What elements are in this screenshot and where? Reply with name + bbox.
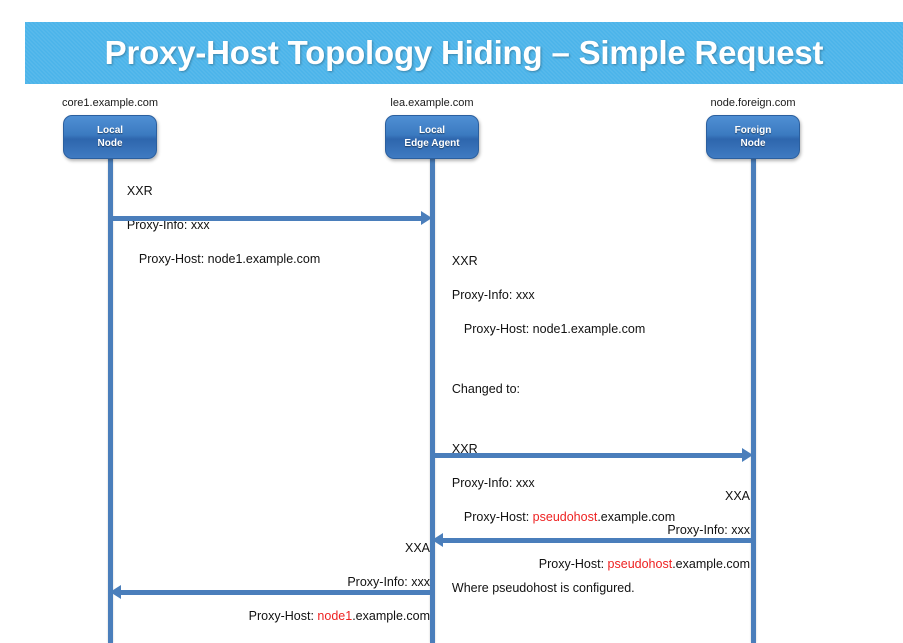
msg1-line2: Proxy-Info: xxx xyxy=(126,218,210,232)
lifeline-lea xyxy=(430,155,435,643)
msg1-line3-prefix: Proxy-Host: xyxy=(138,252,208,266)
msg2-before-line3-host: node1.example.com xyxy=(532,322,646,336)
msg3-line3-host-rest: .example.com xyxy=(672,557,750,571)
msg3-line1: XXA xyxy=(724,489,750,503)
participant-node-foreign-line1: Foreign xyxy=(734,125,772,136)
participant-host-core1: core1.example.com xyxy=(62,97,158,109)
participant-node-core1-line1: Local xyxy=(96,125,124,136)
participant-node-lea[interactable]: Local Edge Agent xyxy=(385,115,479,159)
msg4-line2: Proxy-Info: xxx xyxy=(347,575,430,589)
participant-node-foreign-line2: Node xyxy=(740,138,766,149)
msg2-after-line1: XXR xyxy=(451,442,478,456)
arrow-req-lea-to-foreign xyxy=(432,453,744,458)
msg2-after-line3-prefix: Proxy-Host: xyxy=(463,510,533,524)
msg2-before-line2: Proxy-Info: xxx xyxy=(451,288,535,302)
msg1-line1: XXR xyxy=(126,184,153,198)
msg2-after-line2: Proxy-Info: xxx xyxy=(451,476,535,490)
msg2-after-line3-host-rest: .example.com xyxy=(597,510,676,524)
arrow-ans-lea-to-core xyxy=(120,590,435,595)
msg4-line3-prefix: Proxy-Host: xyxy=(248,609,318,623)
participant-node-lea-line1: Local xyxy=(418,125,446,136)
arrow-head-ans-foreign-to-lea xyxy=(432,533,443,547)
msg4-line1: XXA xyxy=(404,541,430,555)
title-banner: Proxy-Host Topology Hiding – Simple Requ… xyxy=(25,22,903,84)
msg1-line3-host: node1.example.com xyxy=(207,252,321,266)
participant-node-core1-line2: Node xyxy=(97,138,123,149)
participant-node-foreign[interactable]: Foreign Node xyxy=(706,115,800,159)
arrow-head-req-core-to-lea xyxy=(421,211,432,225)
arrow-head-ans-lea-to-core xyxy=(110,585,121,599)
arrow-ans-foreign-to-lea xyxy=(442,538,756,543)
msg4-line3-host-rest: .example.com xyxy=(352,609,430,623)
arrow-req-core-to-lea xyxy=(110,216,423,221)
msg4-line3-host-red: node1 xyxy=(317,609,353,623)
page-title: Proxy-Host Topology Hiding – Simple Requ… xyxy=(104,34,824,71)
msg2-note: Where pseudohost is configured. xyxy=(451,581,635,595)
participant-host-foreign: node.foreign.com xyxy=(710,97,796,109)
msg2-before-line3-prefix: Proxy-Host: xyxy=(463,322,533,336)
lifeline-core1 xyxy=(108,155,113,643)
msg3-line2: Proxy-Info: xxx xyxy=(667,523,750,537)
message-label-req-core-to-lea: XXR Proxy-Info: xxx Proxy-Host: node1.ex… xyxy=(113,166,320,285)
message-label-req-lea-to-foreign: XXR Proxy-Info: xxx Proxy-Host: node1.ex… xyxy=(438,236,675,614)
msg2-changed-label: Changed to: xyxy=(451,382,521,396)
message-label-ans-foreign-to-lea: XXA Proxy-Info: xxx Proxy-Host: pseudoho… xyxy=(420,471,750,590)
message-label-ans-lea-to-core: XXA Proxy-Info: xxx Proxy-Host: node1.ex… xyxy=(100,523,430,642)
participant-host-lea: lea.example.com xyxy=(390,97,474,109)
msg3-line3-prefix: Proxy-Host: xyxy=(538,557,608,571)
participant-node-lea-line2: Edge Agent xyxy=(404,138,460,149)
lifeline-foreign xyxy=(751,155,756,643)
msg2-after-line3-host-red: pseudohost xyxy=(532,510,598,524)
msg3-line3-host-red: pseudohost xyxy=(607,557,673,571)
participant-node-core1[interactable]: Local Node xyxy=(63,115,157,159)
msg2-before-line1: XXR xyxy=(451,254,478,268)
arrow-head-req-lea-to-foreign xyxy=(742,448,753,462)
